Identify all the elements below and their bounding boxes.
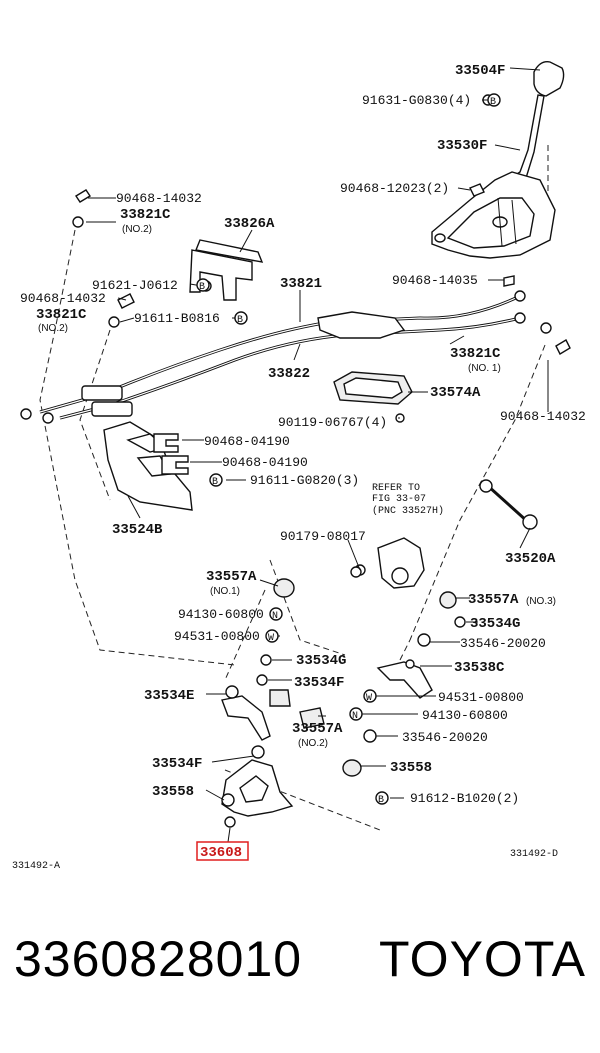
part-footer: 3360828010 TOYOTA	[0, 930, 600, 1010]
grommet-plate	[333, 371, 413, 405]
callout-90468-04190-b: 90468-04190	[222, 455, 308, 470]
svg-text:B: B	[199, 282, 205, 293]
callout-refer-pnc: (PNC 33527H)	[372, 505, 444, 517]
callout-33821: 33821	[280, 276, 322, 292]
callout-90468-04190-a: 90468-04190	[204, 434, 290, 449]
shift-knob	[533, 61, 565, 97]
callout-90468-14032-left: 90468-14032	[20, 291, 106, 306]
diagram-code-left: 331492-A	[12, 861, 60, 872]
highlight-box-33608	[196, 841, 249, 861]
callout-94130-60800-b: 94130-60800	[422, 708, 508, 723]
callout-33524B: 33524B	[112, 522, 163, 538]
callout-33534E: 33534E	[144, 688, 194, 704]
callout-33530F: 33530F	[437, 138, 487, 154]
diagram-code-right: 331492-D	[510, 849, 558, 860]
callout-90468-12023: 90468-12023(2)	[340, 181, 449, 196]
callout-91611-G0820: 91611-G0820(3)	[250, 473, 359, 488]
brand-name: TOYOTA	[379, 931, 586, 987]
symbol-markers: B B B B N W W N	[196, 93, 501, 806]
svg-text:N: N	[352, 711, 358, 722]
callout-refer-fig: FIG 33-07	[372, 494, 426, 505]
callout-no2-top: (NO.2)	[122, 224, 152, 235]
svg-text:B: B	[490, 97, 496, 108]
leader-lines	[86, 67, 549, 843]
selector-lever	[221, 685, 271, 741]
callout-33557A-no1: 33557A	[206, 569, 257, 585]
cable-bracket	[103, 421, 193, 511]
callout-33504F: 33504F	[455, 63, 505, 79]
callout-33520A: 33520A	[505, 551, 556, 567]
svg-text:B: B	[212, 477, 218, 488]
shift-lever-link	[376, 659, 433, 699]
shift-lever	[512, 94, 545, 181]
callout-no3-33557A: (NO.3)	[526, 596, 556, 607]
svg-text:B: B	[237, 315, 243, 326]
symbol-n-marker: N	[349, 707, 363, 722]
symbol-b-marker: B	[196, 278, 210, 293]
bushings	[256, 578, 466, 777]
callout-no1-33557A: (NO.1)	[210, 586, 240, 597]
shift-lever-retainer	[221, 745, 294, 828]
callout-94130-60800-a: 94130-60800	[178, 607, 264, 622]
callout-33538C: 33538C	[454, 660, 505, 676]
shift-selector-body	[354, 537, 425, 589]
svg-text:W: W	[268, 633, 274, 644]
callout-33574A: 33574A	[430, 385, 481, 401]
symbol-b-marker: B	[209, 473, 223, 488]
callout-refer-to: REFER TO	[372, 483, 420, 494]
fasteners	[72, 94, 571, 578]
callout-94531-00800-b: 94531-00800	[438, 690, 524, 705]
callout-no2-33557A: (NO.2)	[298, 738, 328, 749]
svg-text:N: N	[272, 611, 278, 622]
callout-labels: 33504F 91631-G0830(4) 33530F 90468-12023…	[20, 63, 586, 861]
symbol-n-marker: N	[269, 607, 283, 622]
svg-text:B: B	[378, 795, 384, 806]
callout-33546-20020-b: 33546-20020	[402, 730, 488, 745]
callout-33608: 33608	[200, 845, 242, 861]
symbol-w-marker: W	[363, 689, 377, 704]
callout-91631-G0830: 91631-G0830(4)	[362, 93, 471, 108]
callout-90468-14032-top: 90468-14032	[116, 191, 202, 206]
callout-33821C-top: 33821C	[120, 207, 171, 223]
shift-lever-assembly	[431, 61, 565, 259]
callout-33534F-a: 33534F	[294, 675, 344, 691]
callout-91612-B1020: 91612-B1020(2)	[410, 791, 519, 806]
callout-33557A-no3: 33557A	[468, 592, 519, 608]
symbol-b-marker: B	[375, 791, 389, 806]
control-link	[479, 479, 538, 530]
callout-33558-right: 33558	[390, 760, 432, 776]
callout-33534G-a: 33534G	[470, 616, 520, 632]
callout-33822: 33822	[268, 366, 310, 382]
callout-33557A-no2: 33557A	[292, 721, 343, 737]
callout-90119-06767: 90119-06767(4)	[278, 415, 387, 430]
callout-91621-J0612: 91621-J0612	[92, 278, 178, 293]
callout-33821C-right: 33821C	[450, 346, 501, 362]
shift-cables	[20, 290, 526, 424]
callout-90468-14032-right: 90468-14032	[500, 409, 586, 424]
symbol-w-marker: W	[265, 629, 279, 644]
part-number: 3360828010	[14, 931, 303, 987]
callout-90468-14035: 90468-14035	[392, 273, 478, 288]
callout-33534F-b: 33534F	[152, 756, 202, 772]
callout-33546-20020-a: 33546-20020	[460, 636, 546, 651]
symbol-b-marker: B	[234, 311, 248, 326]
callout-33826A: 33826A	[224, 216, 275, 232]
callout-33558-left: 33558	[152, 784, 194, 800]
svg-text:W: W	[366, 693, 372, 704]
callout-91611-B0816: 91611-B0816	[134, 311, 220, 326]
callout-33534G-b: 33534G	[296, 653, 346, 669]
cable-retainer	[189, 239, 264, 301]
callout-no1-right: (NO. 1)	[468, 363, 501, 374]
callout-no2-left: (NO.2)	[38, 323, 68, 334]
symbol-b-marker: B	[487, 93, 501, 108]
callout-33821C-left: 33821C	[36, 307, 87, 323]
callout-94531-00800-a: 94531-00800	[174, 629, 260, 644]
callout-90179-08017: 90179-08017	[280, 529, 366, 544]
clips	[153, 433, 189, 475]
